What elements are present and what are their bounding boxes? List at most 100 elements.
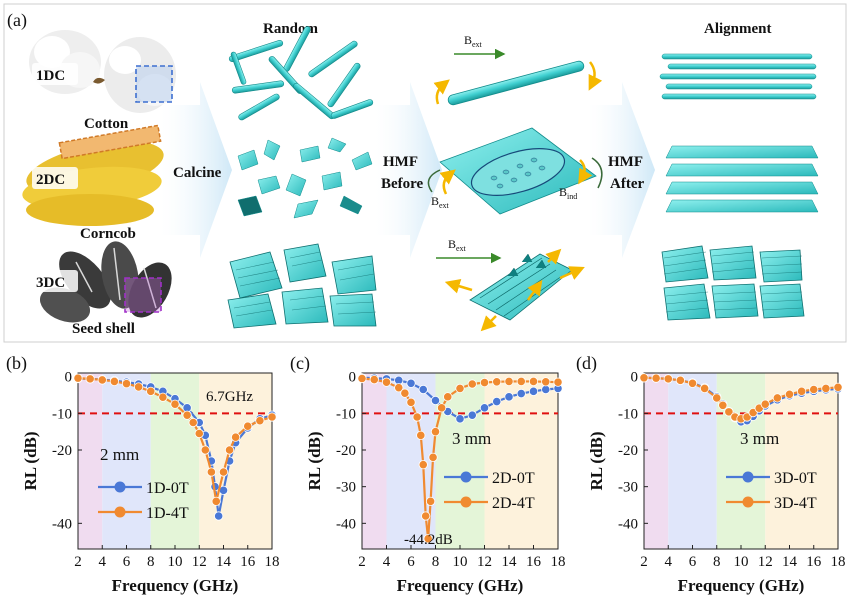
chart-c-band-0	[362, 373, 387, 549]
label-hmf-before-2: Before	[381, 176, 424, 192]
chart-c-series-point	[467, 379, 477, 389]
chart-b-panel-label: (b)	[6, 353, 27, 374]
chart-b-annotation-1: 6.7GHz	[206, 389, 253, 405]
chart-b-xtick-label: 14	[216, 554, 232, 570]
chart-b-xtick-label: 18	[265, 554, 280, 570]
label-hmf-before-1: HMF	[383, 154, 418, 170]
chart-d-series-point	[809, 384, 819, 395]
chart-d-xtick-label: 2	[640, 554, 648, 570]
chart-d-series-point	[821, 383, 831, 394]
chart-d-band-2	[716, 373, 766, 549]
tag-3dc: 3DC	[36, 275, 65, 291]
chart-c-series-point	[406, 397, 416, 407]
label-hmf-after-1: HMF	[608, 154, 643, 170]
chart-c-series-point	[357, 373, 367, 384]
chart-b-legend-label-1: 1D-4T	[146, 505, 189, 522]
chart-d-series-point	[700, 383, 710, 394]
chart-c-series-point	[541, 377, 551, 387]
chart-c-series-point	[416, 430, 426, 440]
chart-b-xlabel: Frequency (GHz)	[112, 576, 239, 595]
chart-b-ytick-label: 0	[65, 370, 73, 386]
chart-b-series-point	[206, 467, 216, 477]
chart-c-band-2	[435, 373, 485, 549]
chart-b-xtick-label: 2	[74, 554, 82, 570]
chart-d-series-point	[784, 389, 795, 399]
chart-b-series-point	[146, 386, 156, 396]
chart-c-annotation-0: 3 mm	[452, 429, 491, 448]
chart-b-series-point	[170, 399, 180, 409]
chart-c-series-point	[455, 414, 465, 424]
svg-text:B: B	[431, 194, 439, 208]
aligned-rods	[659, 53, 817, 100]
chart-c-series-point	[430, 395, 441, 406]
chart-c-legend-label-0: 2D-0T	[492, 470, 535, 487]
svg-text:ind: ind	[567, 192, 577, 201]
chart-c-series-point	[504, 392, 514, 402]
svg-text:B: B	[559, 185, 567, 199]
chart-d-series-point	[760, 399, 770, 409]
random-sheets	[237, 137, 373, 219]
chart-d-panel-label: (d)	[576, 353, 597, 374]
chart-c-series-point	[528, 376, 539, 387]
chart-b-series-point	[211, 496, 221, 506]
seed-zoom-box	[124, 277, 162, 313]
chart-c-legend-marker-0	[460, 471, 472, 483]
panel-a-label: (a)	[7, 10, 27, 31]
chart-b-series-point	[85, 374, 95, 384]
chart-c-series-point	[516, 376, 526, 387]
chart-b-annotation-0: 2 mm	[100, 445, 139, 464]
label-calcine: Calcine	[173, 165, 222, 181]
chart-c-series-point	[426, 496, 436, 506]
chart-c-series-point	[492, 396, 502, 407]
chart-b-series-point	[158, 392, 168, 402]
chart-c-series-point	[455, 383, 465, 394]
chart-c-series-point	[430, 427, 441, 437]
chart-b-series-point	[231, 432, 241, 442]
chart-b-legend-label-0: 1D-0T	[146, 480, 189, 497]
chart-c-series-point	[418, 460, 428, 470]
chart-d-xtick-label: 8	[713, 554, 721, 570]
chart-b-series-point	[243, 421, 253, 431]
chart-c-ytick-label: -40	[336, 516, 356, 532]
chart-d-series-point	[724, 407, 734, 417]
tag-2dc: 2DC	[36, 172, 65, 188]
chart-d-ytick-label: -10	[618, 406, 638, 422]
chart-d-xtick-label: 10	[734, 554, 749, 570]
chart-c-series-point	[479, 377, 490, 388]
chart-d-series-point	[663, 374, 673, 384]
chart-c-series-point	[423, 534, 433, 544]
chart-b-series-point	[218, 467, 229, 477]
svg-text:B: B	[464, 33, 472, 47]
chart-b-series-point	[73, 373, 83, 383]
chart-b-xtick-label: 10	[168, 554, 183, 570]
chart-d-band-0	[644, 373, 669, 549]
chart-b-xtick-label: 16	[240, 554, 256, 570]
chart-c-series-point	[467, 410, 477, 420]
chart-b-band-0	[78, 373, 103, 549]
chart-b-series-point	[214, 511, 224, 521]
svg-text:ext: ext	[472, 40, 483, 49]
chart-d-xtick-label: 4	[665, 554, 673, 570]
chart-d-ytick-label: -20	[618, 443, 638, 459]
random-rods	[228, 26, 374, 121]
svg-text:ext: ext	[456, 244, 467, 253]
chart-d-ytick-label: -40	[618, 516, 638, 532]
chart-c-xtick-label: 10	[453, 554, 468, 570]
chart-d-series-point	[718, 400, 728, 410]
chart-d-xtick-label: 16	[806, 554, 822, 570]
chart-d-xtick-label: 18	[831, 554, 846, 570]
hmf-rod: B ext	[433, 33, 603, 106]
chart-b-series-point	[188, 417, 198, 428]
chart-c-ytick-label: -20	[336, 443, 356, 459]
chart-c-xlabel: Frequency (GHz)	[397, 576, 524, 595]
chart-c-series-point	[394, 383, 404, 393]
chart-d-ytick-label: 0	[631, 370, 639, 386]
chart-b-xtick-label: 6	[123, 554, 131, 570]
chart-c-series-point	[421, 511, 431, 521]
chart-b-series-point	[97, 375, 107, 385]
header-alignment: Alignment	[704, 21, 772, 37]
chart-c-series-point	[443, 392, 453, 402]
chart-b-ytick-label: -40	[52, 516, 72, 532]
chart-d-legend-marker-1	[742, 496, 754, 508]
